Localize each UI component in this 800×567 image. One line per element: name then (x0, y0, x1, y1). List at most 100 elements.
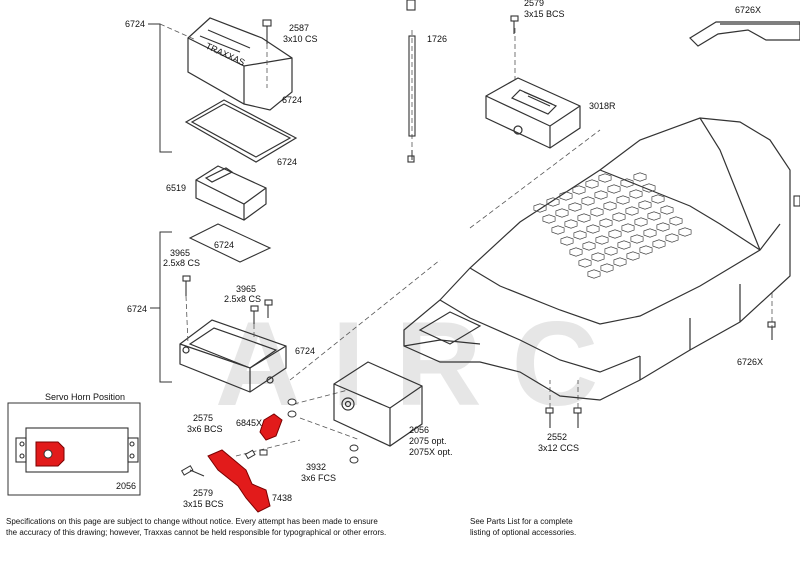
leader-lines (159, 23, 773, 457)
label-2075x: 2075X opt. (409, 447, 453, 457)
cover-screw (262, 19, 272, 44)
honeycomb-cell (652, 239, 666, 249)
servo-screws (287, 398, 359, 464)
honeycomb-cell (660, 205, 674, 215)
honeycomb-cell (604, 246, 618, 256)
honeycomb-cell (616, 195, 630, 205)
honeycomb-cell (612, 212, 626, 222)
screw-3965-b (250, 299, 273, 324)
inset-part-label: 2056 (116, 481, 136, 491)
honeycomb-cell (651, 194, 665, 204)
honeycomb-cell (572, 185, 586, 195)
honeycomb-cell (542, 214, 556, 224)
honeycomb-cell (608, 229, 622, 239)
honeycomb-cell (599, 218, 613, 228)
honeycomb-cell (607, 184, 621, 194)
honeycomb-cell (560, 236, 574, 246)
honeycomb-cell (656, 222, 670, 232)
honeycomb-cell (568, 202, 582, 212)
footer-parts-note-line1: See Parts List for a complete (470, 517, 573, 526)
esc-screw (510, 15, 519, 34)
label-2587-size: 3x10 CS (283, 34, 318, 44)
chassis-honeycomb (533, 172, 692, 279)
honeycomb-cell (559, 191, 573, 201)
chassis-tub (403, 117, 791, 401)
honeycomb-cell (634, 217, 648, 227)
svg-text:TRAXXAS: TRAXXAS (204, 41, 246, 68)
label-3018r: 3018R (589, 101, 616, 111)
honeycomb-cell (603, 201, 617, 211)
honeycomb-cell (665, 233, 679, 243)
servo-horn-7438 (207, 449, 271, 513)
inset-title: Servo Horn Position (45, 392, 125, 402)
inset-frame (7, 402, 141, 496)
honeycomb-cell (621, 223, 635, 233)
honeycomb-cell (642, 183, 656, 193)
label-6726x-bottom: 6726X (737, 357, 763, 367)
footer-parts-note-line2: listing of optional accessories. (470, 528, 576, 537)
label-2575-size: 3x6 BCS (187, 424, 223, 434)
label-2579-bottom: 2579 (193, 488, 213, 498)
left-bracket (148, 23, 172, 383)
chassis-screws (545, 195, 800, 428)
label-3965-a: 3965 (170, 248, 190, 258)
label-2575: 2575 (193, 413, 213, 423)
honeycomb-cell (590, 207, 604, 217)
label-6726x-top: 6726X (735, 5, 761, 15)
label-3965-b-size: 2.5x8 CS (224, 294, 261, 304)
honeycomb-cell (591, 252, 605, 262)
label-2552-size: 3x12 CCS (538, 443, 579, 453)
label-6724-mid: 6724 (127, 304, 147, 314)
honeycomb-cell (555, 208, 569, 218)
label-2579-top: 2579 (524, 0, 544, 8)
honeycomb-cell (600, 263, 614, 273)
watermark: AIRC (215, 297, 628, 431)
label-3965-b: 3965 (236, 284, 256, 294)
label-6724-box: 6724 (295, 346, 315, 356)
honeycomb-cell (581, 196, 595, 206)
honeycomb-cell (629, 189, 643, 199)
footer-disclaimer-line1: Specifications on this page are subject … (6, 517, 378, 526)
receiver (195, 165, 267, 221)
label-3965-a-size: 2.5x8 CS (163, 258, 200, 268)
servo-2056 (333, 361, 423, 447)
footer-notes: Specifications on this page are subject … (6, 517, 576, 537)
honeycomb-cell (573, 230, 587, 240)
honeycomb-cell (595, 235, 609, 245)
honeycomb-cell (638, 200, 652, 210)
honeycomb-cell (617, 240, 631, 250)
honeycomb-cell (626, 251, 640, 261)
honeycomb-cell (639, 245, 653, 255)
label-2552: 2552 (547, 432, 567, 442)
label-1726: 1726 (427, 34, 447, 44)
honeycomb-cell (585, 179, 599, 189)
receiver-foam (188, 223, 272, 263)
honeycomb-cell (586, 224, 600, 234)
label-2587: 2587 (289, 23, 309, 33)
inset-servo-outline (15, 427, 139, 473)
honeycomb-cell (564, 219, 578, 229)
honeycomb-cell (546, 197, 560, 207)
label-7438: 7438 (272, 493, 292, 503)
honeycomb-cell (633, 172, 647, 182)
label-2056: 2056 (409, 425, 429, 435)
label-6845x: 6845X (236, 418, 262, 428)
label-6724-top: 6724 (125, 19, 145, 29)
honeycomb-cell (669, 216, 683, 226)
receiver-box (179, 319, 287, 393)
inset-horn-hub (43, 449, 53, 459)
honeycomb-cell (577, 213, 591, 223)
label-6724-foam: 6724 (214, 240, 234, 250)
honeycomb-cell (613, 257, 627, 267)
brace-6726x (689, 21, 800, 47)
honeycomb-cell (587, 269, 601, 279)
honeycomb-cell (678, 227, 692, 237)
honeycomb-cell (594, 190, 608, 200)
servo-horn-inset (7, 402, 141, 496)
footer-disclaimer-line2: the accuracy of this drawing; however, T… (6, 528, 386, 537)
cover-seal (184, 99, 298, 163)
honeycomb-cell (643, 228, 657, 238)
label-6519: 6519 (166, 183, 186, 193)
